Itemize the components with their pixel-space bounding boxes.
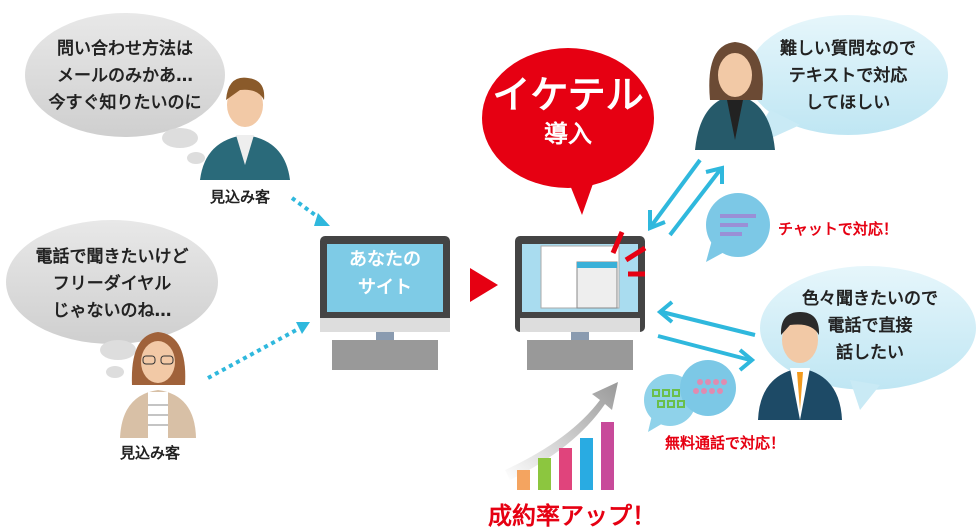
customer-woman-icon (695, 42, 775, 150)
bubble-text-customer-phone: 色々聞きたいので 電話で直接 話したい (770, 286, 970, 367)
bubble-text-prospect1: 問い合わせ方法は メールのみかあ… 今すぐ知りたいのに (25, 36, 225, 117)
bubble-line: 話したい (836, 343, 904, 363)
your-site-text: あなたの サイト (327, 246, 443, 302)
bubble-text-customer-text: 難しい質問なので テキストで対応 してほしい (748, 36, 948, 117)
chat-arrows (648, 158, 724, 237)
bubble-line: じゃないのね… (52, 301, 172, 321)
site-line: サイト (358, 277, 412, 298)
intro-text: イケテル 導入 (482, 72, 654, 150)
call-arrows (656, 300, 756, 372)
conversion-label: 成約率アップ！ (488, 502, 656, 530)
monitor-your-site (320, 236, 450, 370)
call-chat-icon (644, 360, 736, 432)
thought-bubble-prospect2 (6, 220, 218, 378)
prospect2-label: 見込み客 (120, 444, 181, 462)
bubble-text-prospect2: 電話で聞きたいけど フリーダイヤル じゃないのね… (6, 244, 218, 325)
growth-bar-chart-icon (505, 382, 618, 490)
bubble-line: 問い合わせ方法は (57, 39, 193, 59)
bubble-line: フリーダイヤル (52, 274, 172, 294)
bubble-line: 色々聞きたいので (802, 289, 938, 309)
intro-title: イケテル (492, 73, 644, 117)
bubble-line: 電話で聞きたいけど (35, 247, 189, 267)
site-line: あなたの (349, 249, 421, 270)
bubble-line: 今すぐ知りたいのに (48, 93, 202, 113)
prospect-woman-icon (120, 332, 196, 438)
chat-icon (706, 193, 770, 262)
intro-sub: 導入 (544, 120, 592, 148)
call-support-label: 無料通話で対応！ (665, 434, 786, 452)
dotted-arrow-prospect1 (290, 196, 324, 222)
bubble-line: メールのみかあ… (57, 66, 193, 86)
bubble-line: 電話で直接 (827, 316, 913, 336)
customer-man-icon (758, 312, 842, 420)
monitor-with-chat (515, 231, 647, 370)
bubble-line: テキストで対応 (788, 66, 908, 86)
red-arrow-icon (470, 268, 498, 302)
prospect-man-icon (200, 77, 290, 180)
prospect1-label: 見込み客 (210, 188, 271, 206)
speech-bubble-customer-phone (760, 266, 976, 410)
thought-bubble-prospect1 (25, 13, 225, 164)
dotted-arrow-prospect2 (207, 326, 301, 380)
chat-support-label: チャットで対応！ (778, 220, 898, 238)
bubble-line: 難しい質問なので (780, 39, 916, 59)
intro-bubble (482, 48, 654, 215)
bubble-line: してほしい (805, 93, 891, 113)
